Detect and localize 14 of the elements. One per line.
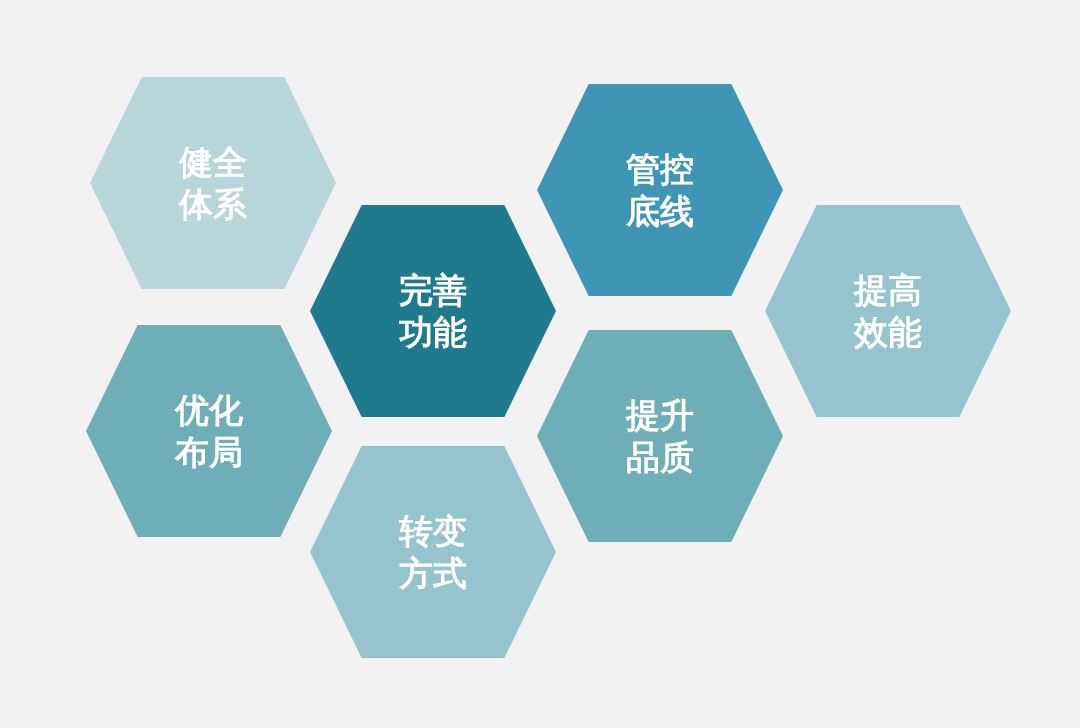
- hexagon-label: 完善功能: [399, 269, 467, 353]
- hexagon-tile: [90, 77, 336, 289]
- hexagon-label: 健全体系: [179, 141, 247, 225]
- hexagon-label: 提高效能: [854, 269, 922, 353]
- hexagon-label: 管控底线: [626, 148, 694, 232]
- hexagon-tile: [765, 205, 1011, 417]
- hexagon-label: 提升品质: [626, 394, 694, 478]
- hexagon-tile: [537, 84, 783, 296]
- hexagon-tile: [86, 325, 332, 537]
- hexagon-tile: [310, 446, 556, 658]
- hexagon-tile: [310, 205, 556, 417]
- hexagon-label: 转变方式: [399, 510, 467, 594]
- hexagon-tile: [537, 330, 783, 542]
- hexagon-label: 优化布局: [175, 389, 243, 473]
